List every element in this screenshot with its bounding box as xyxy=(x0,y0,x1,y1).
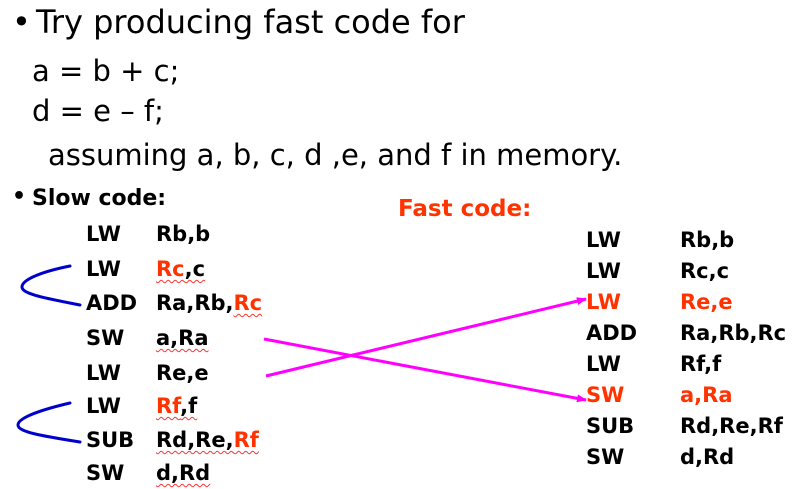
slow-arg: Re,e xyxy=(156,361,209,385)
fast-op: SW xyxy=(586,445,625,469)
slow-op: SW xyxy=(86,461,125,485)
move-arrow-sw-icon xyxy=(263,337,587,403)
slow-arg: d,Rd xyxy=(156,461,211,485)
statement-1: a = b + c; xyxy=(32,54,180,88)
slow-arg: Rc,c xyxy=(156,257,205,281)
fast-arg: Rd,Re,Rf xyxy=(680,414,783,438)
fast-code-label: Fast code: xyxy=(398,196,532,222)
fast-op: SUB xyxy=(586,414,635,438)
slow-code-label: Slow code: xyxy=(32,186,167,211)
slow-arg: Rd,Re,Rf xyxy=(156,428,259,452)
fast-op: LW xyxy=(586,228,621,252)
slow-arg: Rb,b xyxy=(156,222,211,246)
slow-op: LW xyxy=(86,394,121,418)
fast-arg: d,Rd xyxy=(680,445,735,469)
slow-arg-highlight: Rf xyxy=(156,394,181,418)
slow-bullet: • xyxy=(12,184,27,209)
move-arrow-lw-icon xyxy=(265,297,587,378)
statement-2: d = e – f; xyxy=(32,94,164,128)
fast-arg: Rf,f xyxy=(680,352,722,376)
assumption-text: assuming a, b, c, d ,e, and f in memory. xyxy=(48,138,623,172)
slow-op: LW xyxy=(86,257,121,281)
slow-arg-rest: Rd,Re, xyxy=(156,428,234,452)
slow-op: SUB xyxy=(86,428,135,452)
fast-arg-moved: a,Ra xyxy=(680,383,733,407)
slow-arg-highlight: Rf xyxy=(233,428,259,452)
fast-op-moved: SW xyxy=(586,383,625,407)
fast-arg: Rc,c xyxy=(680,259,730,283)
fast-arg-moved: Re,e xyxy=(680,290,733,314)
slow-op: SW xyxy=(86,326,125,350)
slow-arg-rest: Ra,Rb, xyxy=(156,291,234,315)
slow-op: ADD xyxy=(86,291,138,315)
slow-arg-highlight: Rc xyxy=(233,291,263,315)
bullet: • xyxy=(12,3,31,41)
fast-arg: Ra,Rb,Rc xyxy=(680,321,787,345)
page-title: Try producing fast code for xyxy=(36,3,465,41)
slow-op: LW xyxy=(86,361,121,385)
fast-arg: Rb,b xyxy=(680,228,735,252)
fast-op: LW xyxy=(586,259,621,283)
fast-op-moved: LW xyxy=(586,290,621,314)
slow-arg-rest: ,c xyxy=(184,257,206,281)
slow-arg: a,Ra xyxy=(156,326,209,350)
slow-arg-highlight: Rc xyxy=(156,257,185,281)
fast-op: ADD xyxy=(586,321,638,345)
slow-arg-rest: ,f xyxy=(180,394,198,418)
dependency-bracket-icon xyxy=(20,264,82,307)
fast-op: LW xyxy=(586,352,621,376)
dependency-bracket-icon xyxy=(16,401,82,444)
slow-arg: Rf,f xyxy=(156,394,197,418)
slow-op: LW xyxy=(86,222,121,246)
slow-arg: Ra,Rb,Rc xyxy=(156,291,262,315)
